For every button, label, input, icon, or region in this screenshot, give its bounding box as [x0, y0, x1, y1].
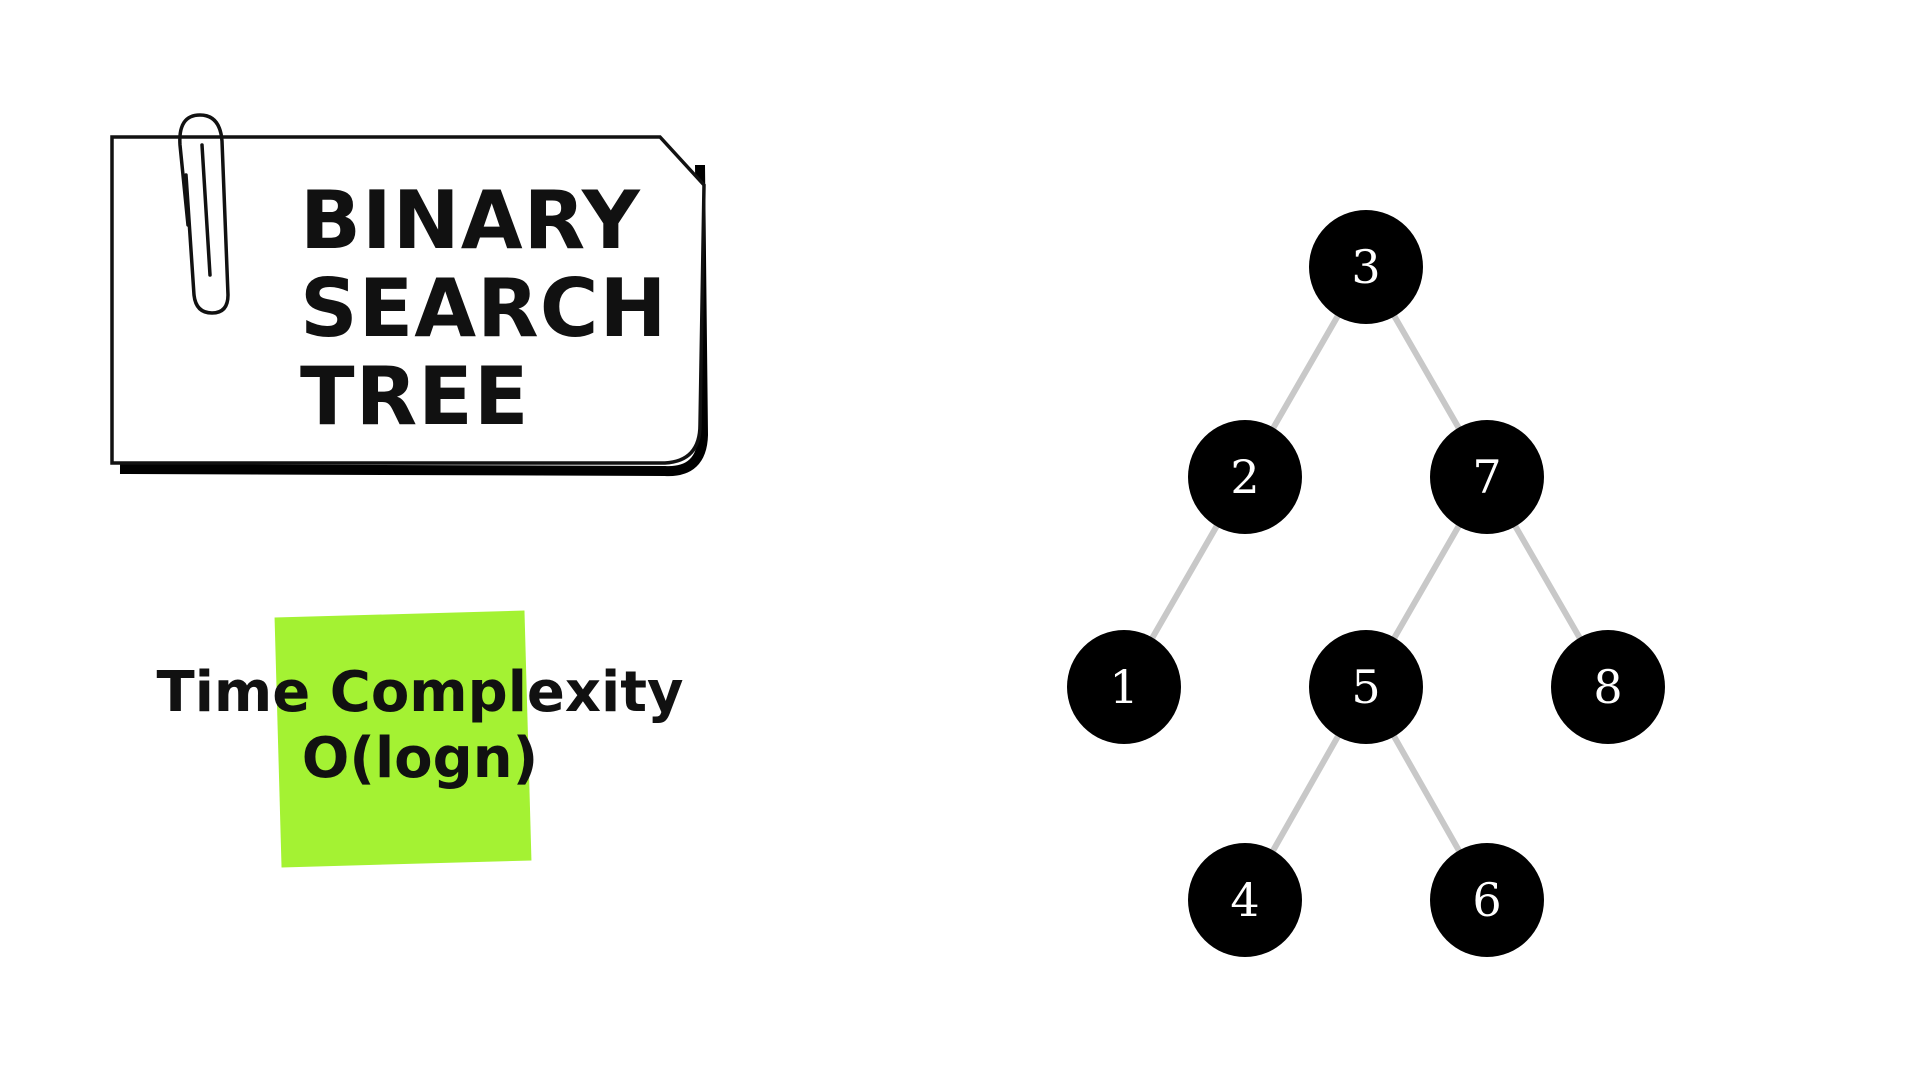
tree-node-label: 2: [1230, 450, 1259, 504]
complexity-label: Time Complexity: [156, 660, 684, 725]
tree-node-circle: [1309, 630, 1423, 744]
tree-node-circle: [1430, 843, 1544, 957]
paperclip-icon: [178, 113, 230, 315]
title-line-3: TREE: [300, 350, 530, 443]
tree-node-2: 2: [1188, 420, 1302, 534]
tree-node-circle: [1188, 420, 1302, 534]
tree-node-5: 5: [1309, 630, 1423, 744]
tree-node-circle: [1188, 843, 1302, 957]
title-line-2: SEARCH: [300, 262, 668, 355]
complexity-value: O(logn): [301, 726, 539, 791]
page-title: BINARY SEARCH TREE: [300, 177, 667, 441]
tree-node-label: 4: [1230, 873, 1259, 927]
tree-node-circle: [1309, 210, 1423, 324]
card-shape: [110, 113, 709, 477]
tree-node-4: 4: [1188, 843, 1302, 957]
tree-node-circle: [1551, 630, 1665, 744]
complexity-text: Time Complexity O(logn): [150, 660, 690, 792]
tree-node-7: 7: [1430, 420, 1544, 534]
tree-nodes: 3 2 7 1 5 8 4 6: [1067, 210, 1665, 957]
bst-diagram: 3 2 7 1 5 8 4 6: [1000, 150, 1760, 990]
tree-node-circle: [1067, 630, 1181, 744]
tree-node-label: 7: [1472, 450, 1501, 504]
title-card: BINARY SEARCH TREE: [100, 105, 720, 485]
tree-node-3: 3: [1309, 210, 1423, 324]
title-line-1: BINARY: [300, 174, 641, 267]
tree-node-8: 8: [1551, 630, 1665, 744]
tree-edges: [1121, 264, 1611, 903]
tree-node-label: 8: [1593, 660, 1622, 714]
tree-node-1: 1: [1067, 630, 1181, 744]
complexity-note: Time Complexity O(logn): [150, 610, 690, 890]
tree-node-label: 1: [1109, 660, 1138, 714]
tree-node-label: 5: [1351, 660, 1380, 714]
tree-node-6: 6: [1430, 843, 1544, 957]
tree-node-label: 3: [1351, 240, 1380, 294]
bst-svg: 3 2 7 1 5 8 4 6: [1067, 210, 1665, 957]
tree-node-circle: [1430, 420, 1544, 534]
tree-node-label: 6: [1472, 873, 1501, 927]
